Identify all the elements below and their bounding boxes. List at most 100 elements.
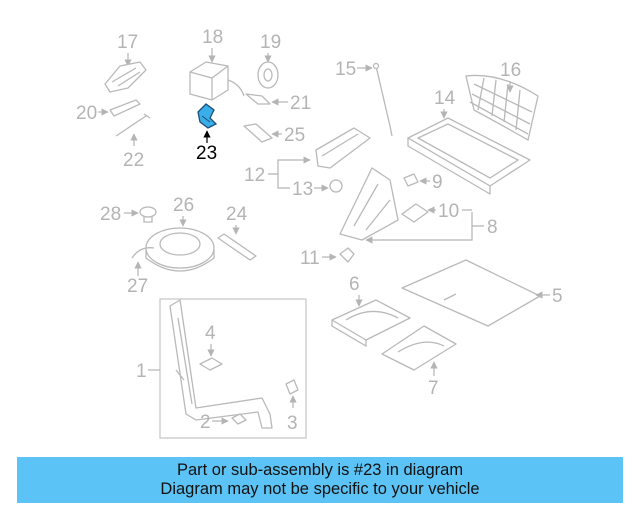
- jack-shape: [104, 61, 147, 93]
- board-6-top: [331, 299, 411, 341]
- callout-19: 19: [260, 32, 281, 53]
- part-7-board[interactable]: 7: [381, 325, 457, 399]
- wrench-22-shape: [115, 113, 151, 137]
- label-4-shape: [199, 357, 223, 371]
- parts-diagram: 17 18 23 19 21 25 20: [76, 27, 563, 439]
- part-14-shelf[interactable]: 14: [407, 88, 531, 195]
- caption-line-2: Diagram may not be specific to your vehi…: [160, 480, 480, 498]
- clip-11-shape: [339, 247, 355, 263]
- callout-9: 9: [432, 172, 443, 193]
- callout-20: 20: [76, 103, 97, 124]
- part-10-panel[interactable]: 10: [401, 201, 472, 223]
- part-22-wrench[interactable]: 22: [115, 113, 151, 171]
- module-body: [189, 61, 229, 101]
- assembly-box: [159, 298, 307, 439]
- callout-27: 27: [127, 276, 148, 297]
- part-2-clip[interactable]: 2: [200, 412, 247, 433]
- callout-24: 24: [226, 204, 248, 225]
- callout-23: 23: [196, 143, 217, 164]
- bolt-28-head: [139, 206, 157, 218]
- callout-12: 12: [244, 165, 265, 186]
- part-26-tray[interactable]: 26: [145, 195, 215, 272]
- callout-22: 22: [123, 150, 144, 171]
- panel-10-shape: [401, 203, 429, 223]
- part-21-bracket[interactable]: 21: [245, 93, 311, 114]
- trim-1-detail: [175, 317, 193, 405]
- callout-14: 14: [434, 88, 456, 109]
- part-8-side-trim[interactable]: 8: [339, 167, 498, 241]
- callout-25: 25: [284, 125, 305, 146]
- callout-28: 28: [100, 204, 121, 225]
- callout-4: 4: [205, 323, 216, 344]
- part-25-bracket[interactable]: 25: [243, 123, 305, 146]
- part-19-speaker[interactable]: 19: [257, 32, 281, 89]
- bracket-25-shape: [243, 123, 273, 143]
- part-28-bolt[interactable]: 28: [100, 204, 157, 225]
- leader-12a: [268, 156, 311, 175]
- caption-banner: Part or sub-assembly is #23 in diagram D…: [17, 457, 623, 503]
- part-4-label[interactable]: 4: [199, 323, 223, 371]
- part-16-net[interactable]: 16: [465, 60, 539, 141]
- board-7-top: [381, 325, 457, 371]
- side-trim-detail: [353, 183, 391, 231]
- callout-11: 11: [300, 248, 320, 269]
- part-11-clip[interactable]: 11: [300, 247, 355, 269]
- part-5-mat[interactable]: 5: [401, 259, 563, 327]
- callout-15: 15: [335, 59, 356, 80]
- net-mesh: [469, 77, 533, 135]
- part-20-rod[interactable]: 20: [76, 99, 141, 124]
- leader-12b: [277, 174, 290, 189]
- board-7-detail: [397, 341, 445, 353]
- rod-20-shape: [109, 99, 141, 117]
- mat-shape: [401, 259, 541, 327]
- part-23-clip[interactable]: 23: [196, 103, 218, 164]
- shelf-front: [407, 137, 491, 195]
- callout-16: 16: [500, 60, 521, 81]
- part-1-assembly[interactable]: 1: [136, 298, 307, 439]
- part-12-trim[interactable]: 12: [244, 127, 371, 189]
- mat-detail: [443, 293, 457, 301]
- rod-15-shape: [375, 65, 393, 137]
- callout-17: 17: [117, 32, 138, 53]
- board-6-detail: [345, 310, 399, 321]
- clip-23-shape: [197, 103, 218, 129]
- trim-12-detail: [321, 133, 359, 157]
- trim-12-shape: [315, 127, 371, 169]
- callout-10: 10: [438, 201, 459, 222]
- part-6-board[interactable]: 6: [331, 274, 411, 348]
- callout-7: 7: [428, 378, 439, 399]
- callout-21: 21: [290, 93, 311, 114]
- shelf-inner: [416, 123, 520, 179]
- callout-3: 3: [287, 413, 298, 434]
- callout-2: 2: [200, 412, 211, 433]
- part-13-clip[interactable]: 13: [292, 179, 343, 200]
- rod-15-end: [372, 62, 380, 70]
- part-27-bracket[interactable]: 27: [127, 247, 155, 297]
- part-24-bracket[interactable]: 24: [217, 204, 257, 261]
- trim-1-shape: [169, 299, 273, 429]
- bracket-27-shape: [131, 247, 155, 259]
- clip-13-shape: [329, 179, 343, 193]
- part-17-jack[interactable]: 17: [104, 32, 147, 93]
- bracket-21-shape: [245, 93, 271, 105]
- speaker-cone: [263, 68, 273, 82]
- net-outline: [465, 74, 539, 141]
- module-edges: [189, 65, 229, 100]
- callout-6: 6: [349, 274, 360, 295]
- caption-line-1: Part or sub-assembly is #23 in diagram: [176, 461, 464, 479]
- callout-26: 26: [173, 195, 194, 216]
- module-wire: [227, 79, 245, 97]
- bolt-28-shank: [143, 216, 153, 223]
- part-9-clip[interactable]: 9: [403, 172, 443, 193]
- part-3-hook[interactable]: 3: [285, 379, 299, 434]
- clip-9-shape: [403, 173, 419, 187]
- part-18-module[interactable]: 18: [189, 27, 245, 101]
- side-trim-shape: [339, 167, 399, 241]
- part-15-rod[interactable]: 15: [335, 59, 393, 137]
- callout-5: 5: [552, 286, 563, 307]
- callout-13: 13: [292, 179, 313, 200]
- hook-3-shape: [285, 379, 299, 395]
- jack-detail: [111, 67, 141, 87]
- callout-8: 8: [487, 217, 498, 238]
- callout-1: 1: [136, 361, 147, 382]
